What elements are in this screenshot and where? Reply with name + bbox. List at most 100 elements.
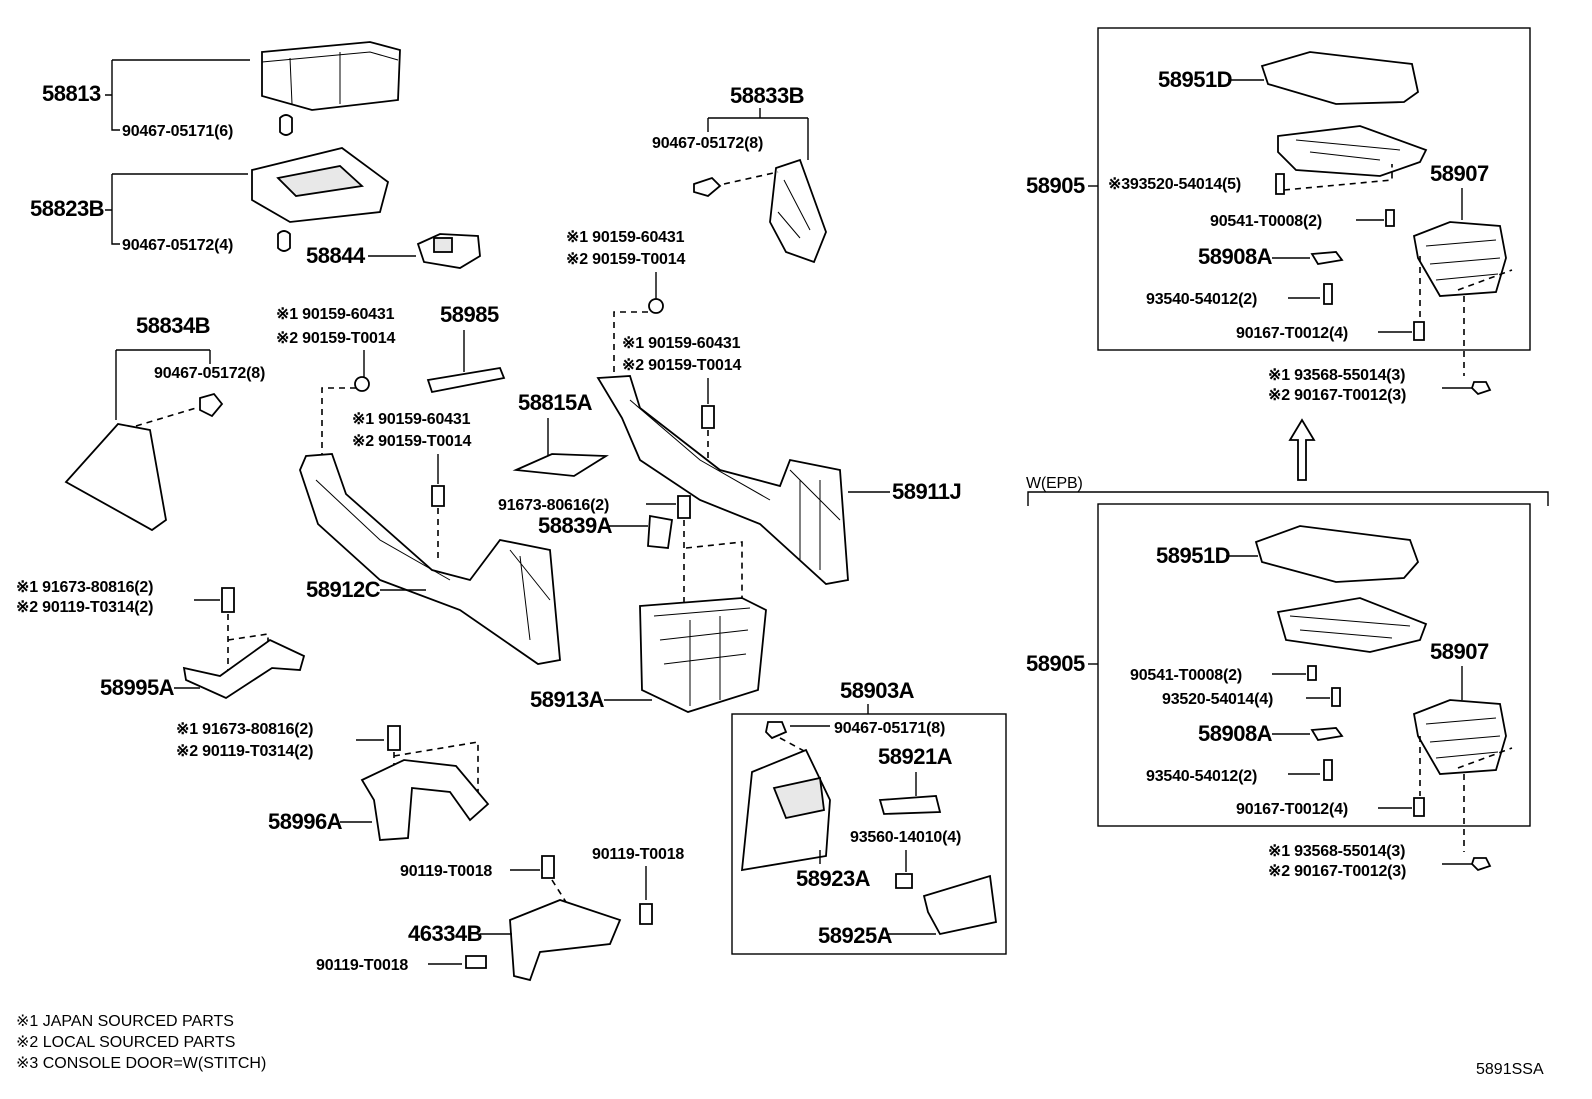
label-r1d[interactable]: ※1 90159-60431: [622, 335, 741, 352]
label-58925A[interactable]: 58925A: [818, 923, 893, 948]
detail-box-58903A: [731, 713, 1007, 955]
part-58995A-shape[interactable]: [182, 638, 306, 700]
part-58907-top-shape[interactable]: [1412, 221, 1507, 297]
label-90119-T0018-a[interactable]: 90119-T0018: [592, 846, 685, 863]
label-58911J[interactable]: 58911J: [892, 479, 962, 504]
label-90467-05172-8-a[interactable]: 90467-05172(8): [154, 365, 265, 382]
part-58833B-shape[interactable]: [769, 158, 827, 264]
label-90167-top[interactable]: 90167-T0012(4): [1236, 325, 1348, 342]
part-58908A-bottom-shape[interactable]: [1310, 727, 1344, 741]
label-90119-T0018-b[interactable]: 90119-T0018: [400, 863, 493, 880]
label-r2b[interactable]: ※2 90159-T0014: [276, 330, 396, 347]
part-58996A-shape[interactable]: [360, 759, 490, 841]
part-58912C-shape[interactable]: [299, 453, 561, 665]
label-58912C[interactable]: 58912C: [306, 577, 381, 602]
label-r2e[interactable]: ※2 90119-T0314(2): [16, 599, 153, 616]
label-91673-80616[interactable]: 91673-80616(2): [498, 497, 609, 514]
label-58913A[interactable]: 58913A: [530, 687, 605, 712]
label-90467-05172-8-b[interactable]: 90467-05172(8): [652, 135, 763, 152]
label-58905-top[interactable]: 58905: [1026, 173, 1085, 198]
label-58823B[interactable]: 58823B: [30, 196, 105, 221]
center-fasteners: ※1 90159-60431 ※2 90159-T0014 ※1 90159-6…: [276, 229, 742, 604]
label-58834B[interactable]: 58834B: [136, 313, 211, 338]
label-58995A[interactable]: 58995A: [100, 675, 175, 700]
part-58913A-shape[interactable]: [639, 597, 767, 713]
part-58833B-group: 58833B 90467-05172(8): [652, 83, 827, 264]
label-58839A[interactable]: 58839A: [538, 513, 613, 538]
label-58951D-bottom[interactable]: 58951D: [1156, 543, 1231, 568]
part-58908A-top-shape[interactable]: [1310, 251, 1344, 265]
part-58834B-shape[interactable]: [64, 423, 167, 532]
label-46334B[interactable]: 46334B: [408, 921, 483, 946]
label-90541-top[interactable]: 90541-T0008(2): [1210, 213, 1322, 230]
label-r2f[interactable]: ※2 90119-T0314(2): [176, 743, 313, 760]
screw-icon: [1470, 381, 1492, 396]
label-r2-top[interactable]: ※2 90167-T0012(3): [1268, 387, 1406, 404]
label-58815A[interactable]: 58815A: [518, 390, 593, 415]
part-58834B-group: 58834B 90467-05172(8): [64, 313, 265, 532]
label-r1-top[interactable]: ※1 93568-55014(3): [1268, 367, 1405, 384]
label-r2d[interactable]: ※2 90159-T0014: [622, 357, 742, 374]
part-58995A-group: ※1 91673-80816(2) ※2 90119-T0314(2) 5899…: [16, 579, 306, 700]
label-58813[interactable]: 58813: [42, 81, 101, 106]
label-r2c[interactable]: ※2 90159-T0014: [352, 433, 472, 450]
part-58839A-shape[interactable]: [647, 514, 674, 549]
right-top-group: 58951D 58905 ※393520-54014(5) 58907 9054…: [1026, 27, 1531, 481]
part-58911J-shape[interactable]: [596, 375, 849, 585]
part-58985-shape[interactable]: [426, 366, 506, 394]
legend: ※1 JAPAN SOURCED PARTS ※2 LOCAL SOURCED …: [16, 1013, 266, 1072]
part-58907-bottom-shape[interactable]: [1412, 699, 1507, 775]
label-90467-05171-8[interactable]: 90467-05171(8): [834, 720, 945, 737]
label-r1f[interactable]: ※1 91673-80816(2): [176, 721, 313, 738]
label-90467-05171-6[interactable]: 90467-05171(6): [122, 123, 233, 140]
label-58921A[interactable]: 58921A: [878, 744, 953, 769]
part-58951D-top-shape[interactable]: [1260, 51, 1420, 105]
screw-icon: [387, 725, 401, 751]
label-58996A[interactable]: 58996A: [268, 809, 343, 834]
screw-icon: [431, 485, 445, 507]
figure-code: 5891SSA: [1476, 1061, 1544, 1078]
part-58925A-shape[interactable]: [922, 874, 997, 936]
label-93560-14010[interactable]: 93560-14010(4): [850, 829, 961, 846]
screw-icon: [1413, 321, 1425, 341]
part-46334B-group: 90119-T0018 90119-T0018 46334B 90119-T00…: [316, 846, 685, 982]
label-r1a[interactable]: ※1 90159-60431: [566, 229, 685, 246]
label-90541-bottom[interactable]: 90541-T0008(2): [1130, 667, 1242, 684]
label-58844[interactable]: 58844: [306, 243, 366, 268]
label-58923A[interactable]: 58923A: [796, 866, 871, 891]
label-58908A-bottom[interactable]: 58908A: [1198, 721, 1273, 746]
detail-box-bottom: [1097, 503, 1531, 827]
label-58908A-top[interactable]: 58908A: [1198, 244, 1273, 269]
screw-icon: [701, 405, 715, 429]
label-90119-T0018-c[interactable]: 90119-T0018: [316, 957, 409, 974]
screw-icon: [639, 903, 653, 925]
part-58951D-bottom-shape[interactable]: [1254, 525, 1420, 583]
part-58815A-shape[interactable]: [512, 453, 609, 477]
label-58907-bottom[interactable]: 58907: [1430, 639, 1489, 664]
label-93540-bottom[interactable]: 93540-54012(2): [1146, 768, 1257, 785]
label-r1-bottom[interactable]: ※1 93568-55014(3): [1268, 843, 1405, 860]
part-58813-shape[interactable]: [261, 41, 401, 111]
clip-icon: [765, 721, 788, 740]
label-58907-top[interactable]: 58907: [1430, 161, 1489, 186]
label-58951D-top[interactable]: 58951D: [1158, 67, 1233, 92]
part-58921A-shape[interactable]: [878, 795, 942, 815]
part-46334B-shape[interactable]: [509, 899, 622, 982]
label-58903A[interactable]: 58903A: [840, 678, 915, 703]
label-58985[interactable]: 58985: [440, 302, 499, 327]
label-r1b[interactable]: ※1 90159-60431: [276, 306, 395, 323]
label-90167-bottom[interactable]: 90167-T0012(4): [1236, 801, 1348, 818]
label-90467-05172-4[interactable]: 90467-05172(4): [122, 237, 233, 254]
label-93540-top[interactable]: 93540-54012(2): [1146, 291, 1257, 308]
label-r1c[interactable]: ※1 90159-60431: [352, 411, 471, 428]
label-58905-bottom[interactable]: 58905: [1026, 651, 1085, 676]
legend-note-2: ※2 LOCAL SOURCED PARTS: [16, 1034, 235, 1051]
label-r2a[interactable]: ※2 90159-T0014: [566, 251, 686, 268]
label-93520-bottom[interactable]: 93520-54014(4): [1162, 691, 1273, 708]
screw-icon: [465, 955, 487, 969]
label-393520-top[interactable]: ※393520-54014(5): [1108, 176, 1241, 193]
label-r1e[interactable]: ※1 91673-80816(2): [16, 579, 153, 596]
label-r2-bottom[interactable]: ※2 90167-T0012(3): [1268, 863, 1406, 880]
label-58833B[interactable]: 58833B: [730, 83, 805, 108]
